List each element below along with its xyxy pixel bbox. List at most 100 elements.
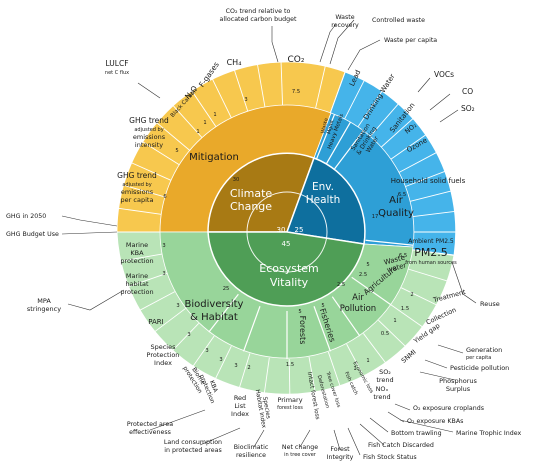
ind-ghg-trend-intensity-sub2: emissions [133, 133, 166, 141]
issue-air-pollution-line1: Air [352, 293, 364, 303]
env-label-line2: Health [306, 194, 340, 206]
ind-marine-kba-2: KBA [130, 249, 144, 257]
outer-pa-effectiveness-1: Protected area [127, 421, 173, 428]
indicator-divider-2 [123, 184, 166, 198]
issue-divider-2 [334, 130, 364, 170]
outer-waste-recovery-2: recovery [331, 22, 359, 29]
outer-ghg-budget: GHG Budget Use [6, 231, 59, 238]
outer-land-consumption-2: in protected areas [164, 447, 222, 454]
indicator-divider-26 [400, 287, 440, 307]
ind-ch4-weight: 3 [244, 97, 247, 103]
ind-redlist-2: List [234, 402, 246, 410]
ind-marine-habitat-1: Marine [126, 272, 148, 280]
ind-spi-3: Index [154, 359, 172, 367]
env-label-line1: Env. [312, 181, 334, 193]
issue-dividers [208, 114, 414, 359]
ind-marine-kba-1: Marine [126, 241, 148, 249]
outer-forest-integrity-1: Forest [330, 446, 350, 453]
indicator-divider-29 [363, 333, 390, 369]
ind-household-weight: 6.5 [398, 192, 406, 198]
indicator-divider-30 [346, 343, 368, 383]
ind-ghg-capita-weight: 6 [163, 194, 166, 200]
issue-divider-3 [365, 239, 414, 246]
issue-mitigation: Mitigation [189, 152, 239, 163]
ind-yield-weight: 1 [393, 318, 396, 324]
outer-phosphorus-1: Phosphorus [439, 377, 477, 385]
eco-weight: 45 [282, 240, 291, 248]
outer-waste-recovery-1: Waste [335, 14, 354, 21]
issue-biodiversity-line1: Biodiversity [185, 299, 244, 310]
issue-biodiversity-line2: & Habitat [190, 312, 238, 323]
issue-air-pollution-weight: 2.5 [337, 282, 345, 288]
indicator-divider-39 [150, 308, 186, 335]
indicator-divider-14 [344, 80, 365, 120]
indicator-divider-36 [212, 345, 232, 385]
indicator-divider-32 [308, 356, 317, 400]
indicator-divider-42 [119, 253, 163, 262]
issue-forests: Forests [298, 316, 307, 345]
ind-ghg-trend-intensity-sub1: adjusted by [134, 127, 163, 133]
ind-treatment-weight: 2 [410, 292, 413, 298]
outer-waste-per-capita: Waste per capita [384, 37, 437, 44]
indicator-divider-5 [156, 122, 191, 151]
issue-divider-4 [351, 276, 392, 306]
indicator-divider-3 [131, 162, 172, 181]
ind-spi-1: Species [150, 343, 176, 351]
ind-kba-1: KBA [208, 379, 219, 394]
indicator-divider-15 [357, 90, 383, 127]
issue-divider-8 [242, 306, 261, 352]
indicator-divider-6 [172, 105, 203, 138]
ind-marine-habitat-weight: 3 [162, 271, 165, 277]
issue-waste-mgmt-line1: Waste [320, 118, 330, 134]
ind-ghg-trend-capita: GHG trend [117, 171, 157, 180]
issue-forests-weight: 5 [298, 309, 301, 315]
outer-co: CO [462, 87, 473, 96]
eco-label-line2: Vitality [270, 276, 309, 289]
outer-fish-stock: Fish Stock Status [363, 454, 417, 461]
policy-objectives-center [207, 152, 366, 307]
ind-ghg-trend-capita-sub3: per capita [121, 196, 154, 204]
outer-marine-trophic: Marine Trophic Index [456, 430, 522, 437]
ind-marine-habitat-2: habitat [125, 280, 149, 288]
issue-air-quality-line2: Quality [378, 208, 414, 219]
ind-ambient-pm-sub: from human sources [405, 260, 457, 266]
indicator-divider-1 [118, 207, 162, 215]
ind-redlist-weight: 3 [234, 363, 237, 369]
eco-label-line1: Ecosystem [259, 262, 319, 275]
issue-agriculture-weight: 2.5 [359, 272, 367, 278]
ind-household-fuels: Household solid fuels [391, 177, 466, 185]
ind-fgases-weight: 1 [213, 112, 216, 118]
outer-reuse: Reuse [480, 300, 500, 308]
indicator-divider-7 [191, 90, 217, 127]
issue-divider-1 [325, 121, 352, 164]
outer-net-change-sub: in tree cover [284, 452, 317, 458]
issue-ring [159, 104, 415, 359]
ind-marine-kba-weight: 3 [162, 243, 165, 249]
outer-forest-integrity-2: Integrity [327, 454, 354, 461]
ind-spi-2: Protection [147, 351, 180, 359]
climate-label-line2: Change [230, 200, 272, 213]
indicator-divider-38 [168, 323, 200, 355]
outer-lulcf-sub: net C flux [105, 70, 129, 76]
indicator-divider-9 [234, 70, 249, 112]
outer-net-change: Net change [282, 444, 318, 451]
ind-primary-forest-2: forest loss [277, 405, 303, 411]
outer-o2-croplands: O₂ exposure croplands [413, 405, 484, 412]
issue-fisheries-weight: 5 [321, 303, 324, 309]
ind-snmi-weight: 0.5 [381, 331, 389, 337]
issue-mitigation-weight: 30 [233, 177, 240, 183]
ind-ch4: CH₄ [227, 58, 242, 67]
ind-collection-weight: 1.5 [401, 306, 409, 312]
outer-fish-discarded: Fish Catch Discarded [368, 442, 434, 449]
climate-weight: 30 [277, 226, 286, 234]
indicator-divider-35 [236, 353, 251, 395]
ind-ghg-trend-capita-sub1: adjusted by [122, 182, 151, 188]
ind-primary-weight: 1.5 [286, 362, 294, 368]
ind-ghg-trend-intensity: GHG trend [129, 116, 169, 125]
ind-pari-weight: 3 [176, 303, 179, 309]
ind-marine-habitat-3: protection [120, 288, 153, 296]
issue-divider-9 [208, 293, 239, 333]
indicator-divider-13 [330, 72, 346, 113]
indicator-divider-28 [378, 319, 410, 351]
